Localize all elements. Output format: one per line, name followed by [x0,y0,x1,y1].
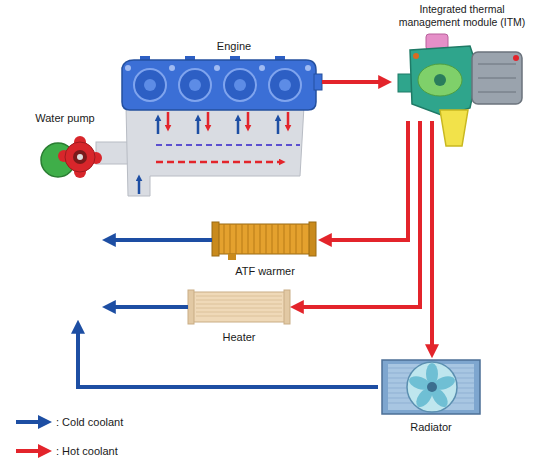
water-jacket [126,106,304,196]
legend-entry: : Hot coolant [56,444,118,458]
legend-label: : Cold coolant [56,415,123,429]
coolant-arrow [113,238,212,242]
legend-entry: : Cold coolant [56,415,123,429]
component-node: Engine [118,40,322,191]
water-pump-illustration [41,136,102,178]
coolant-arrow [78,331,378,387]
coolant-arrow [430,121,434,347]
legend-arrow [38,444,52,458]
component-node: ATF warmer [212,220,318,278]
engine-head [122,56,322,110]
legend-arrow [16,420,40,424]
coolant-arrow [301,121,420,307]
legend-arrows [16,415,52,458]
component-label: Water pump [35,112,95,125]
heater-illustration [188,290,290,324]
coolant-arrow [113,305,188,309]
component-node: Integrated thermal management module (IT… [392,3,532,121]
coolant-arrow [329,121,408,240]
coolant-arrow [322,80,381,84]
component-label: Engine [217,40,251,53]
component-label: Integrated thermal management module (IT… [392,3,532,28]
legend-label: : Hot coolant [56,444,118,458]
component-node: Water pump [28,112,102,320]
component-label: Radiator [410,421,452,434]
component-node: Heater [188,288,290,344]
component-label: ATF warmer [235,265,295,278]
atf-warmer-illustration [212,222,316,260]
legend-arrow [16,449,40,453]
legend-arrow [38,415,52,429]
component-label: Heater [222,331,255,344]
itm-illustration [398,34,522,146]
radiator-illustration [382,360,480,414]
internal-flow-arrows [139,112,300,194]
component-node: Radiator [378,358,484,434]
engine-illustration [96,56,322,196]
